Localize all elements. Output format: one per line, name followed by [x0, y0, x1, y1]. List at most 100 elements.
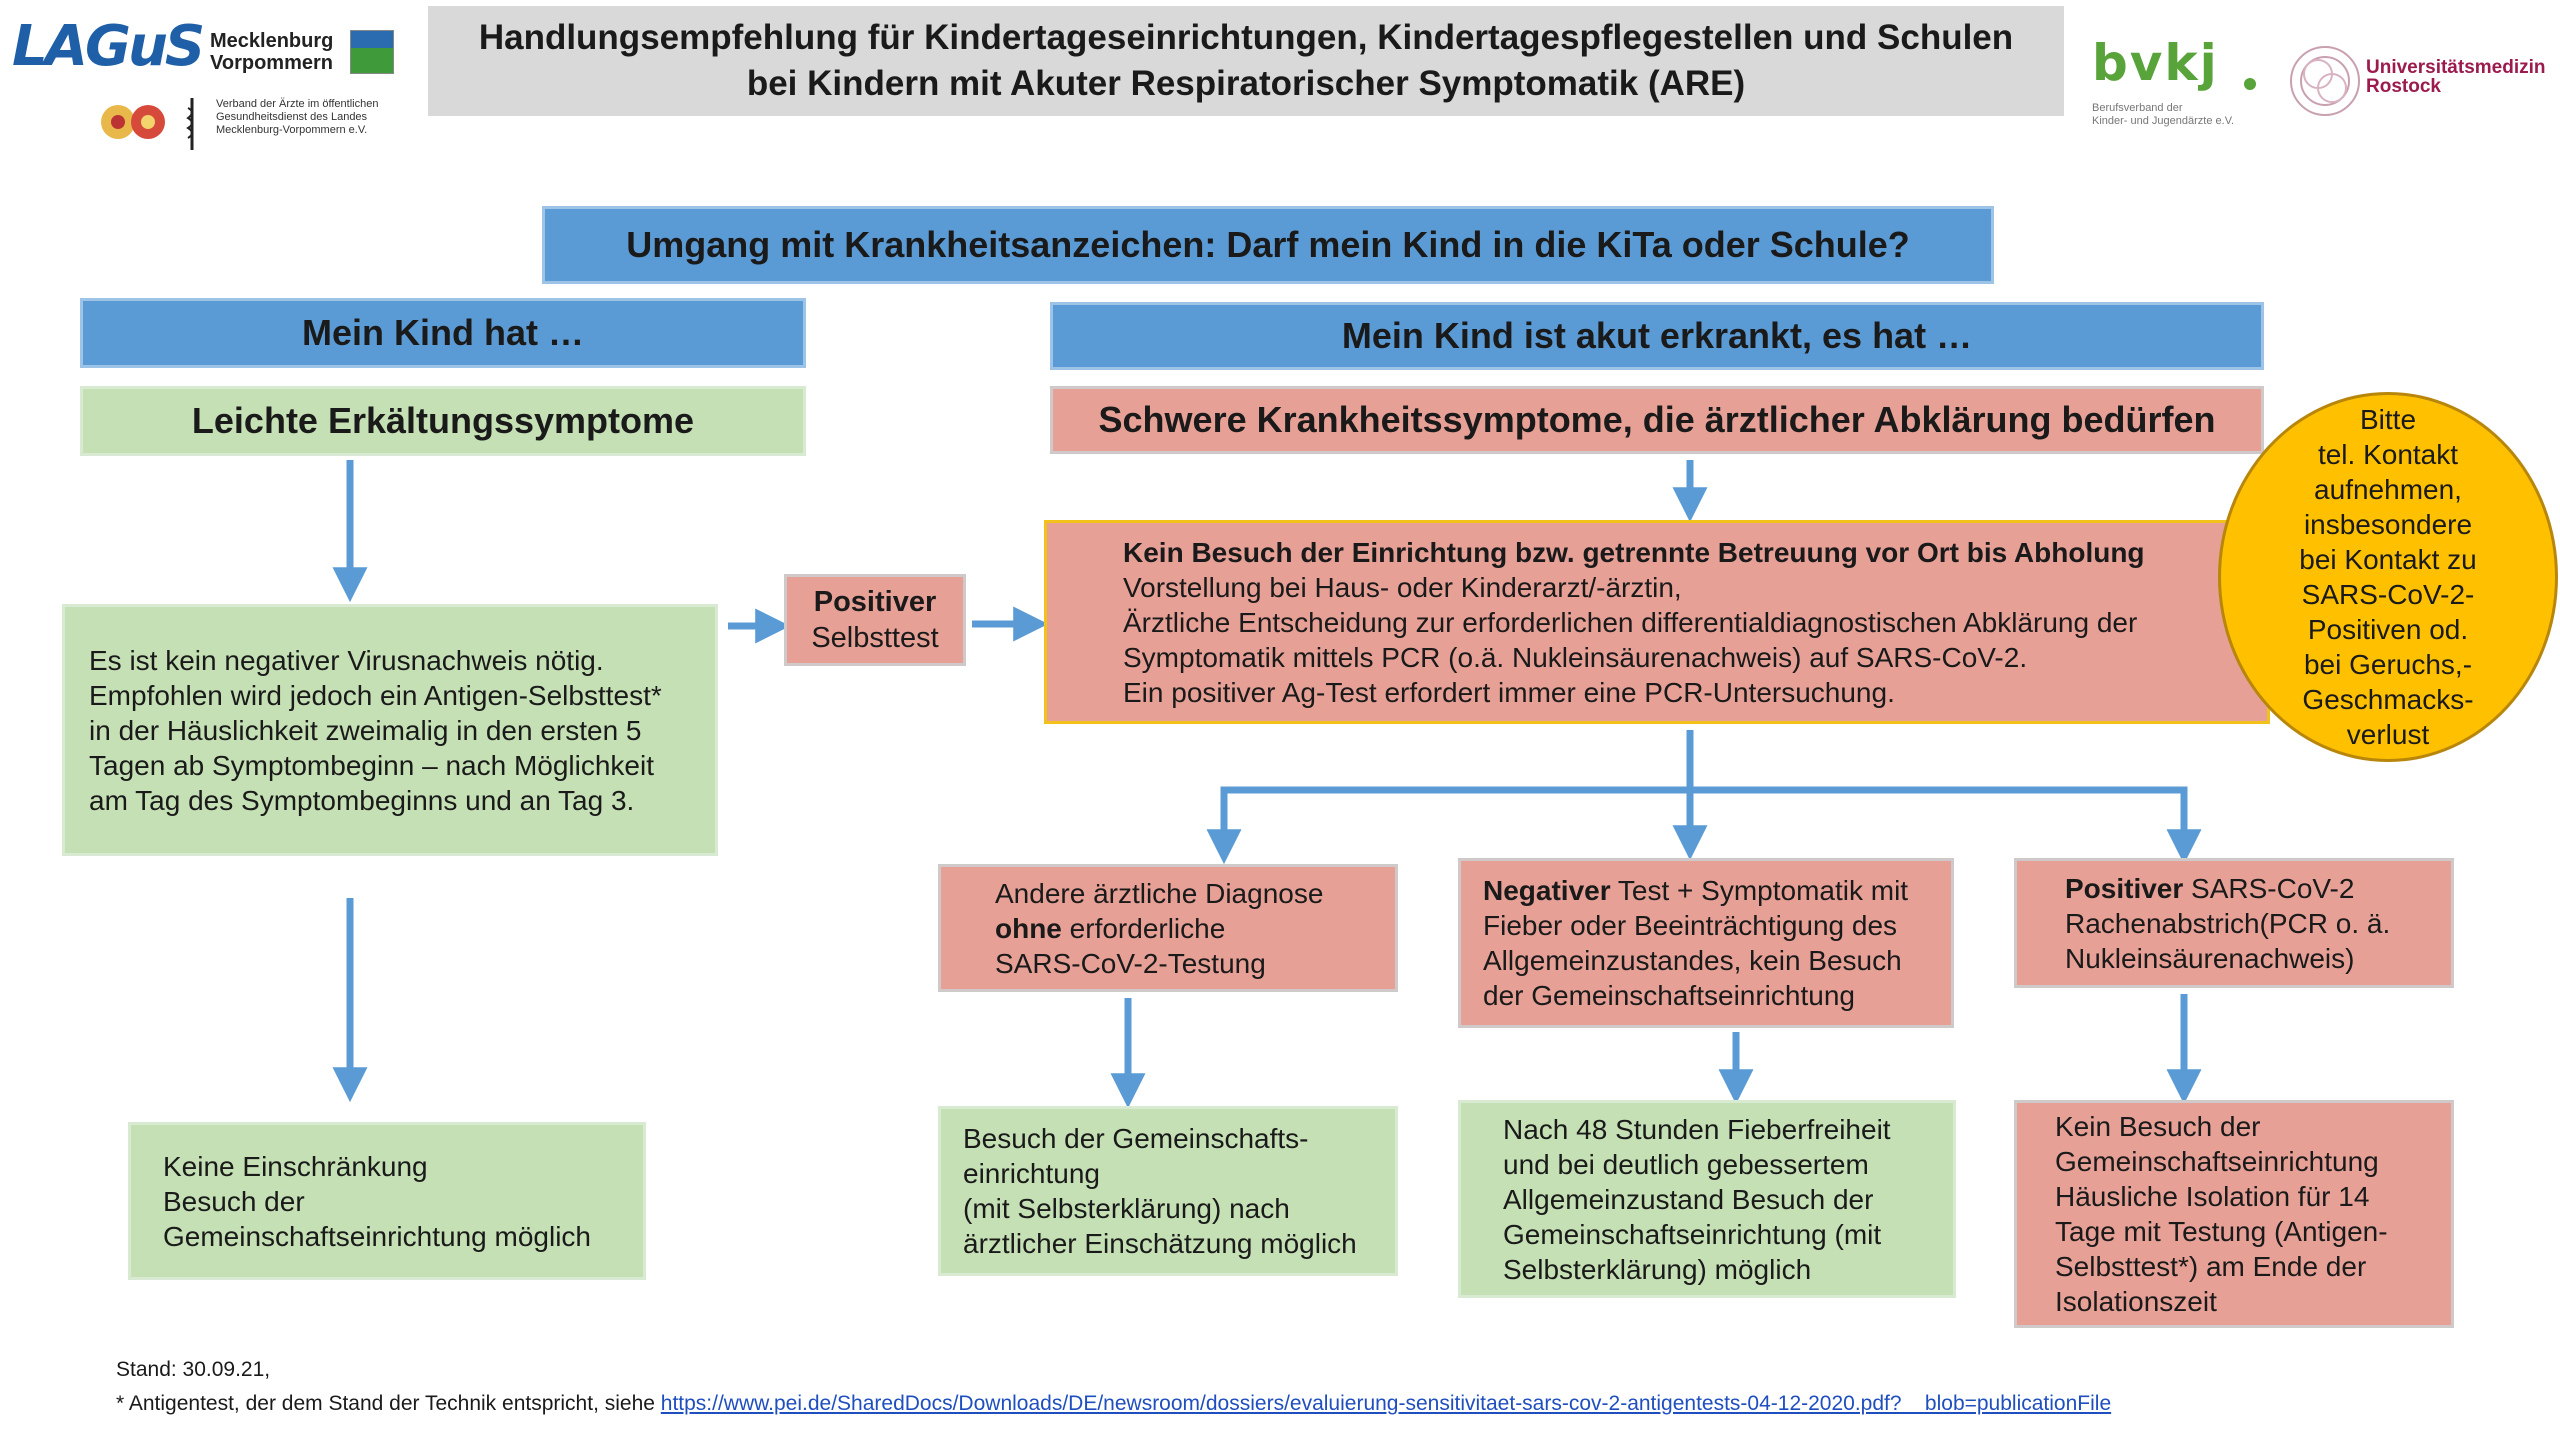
other-diagnosis-box: Andere ärztliche Diagnose ohne erforderl…	[938, 864, 1398, 992]
isolation-line: Häusliche Isolation für 14	[2055, 1181, 2370, 1212]
positive-selftest-box: Positiver Selbsttest	[784, 574, 966, 666]
visit-line: (mit Selbsterklärung) nach	[963, 1193, 1290, 1224]
mv-line1: Mecklenburg	[210, 30, 334, 52]
negative-line: Allgemeinzustandes, kein Besuch	[1483, 945, 1902, 976]
positive-line: Nukleinsäurenachweis)	[2065, 942, 2355, 974]
visit-line: ärztlicher Einschätzung möglich	[963, 1228, 1357, 1259]
bvkj-sub-line2: Kinder- und Jugendärzte e.V.	[2092, 115, 2235, 127]
positive-selftest-line1: Positiver	[813, 586, 937, 618]
other-line: ohne erforderliche	[995, 911, 1395, 946]
negative-line: Fieber oder Beeinträchtigung des	[1483, 910, 1898, 941]
mv-flag-icon	[350, 30, 394, 74]
title-line2: bei Kindern mit Akuter Respiratorischer …	[746, 64, 1746, 103]
lagus-logo: LAGuS	[12, 14, 205, 79]
isolation-box: Kein Besuch der Gemeinschaftseinrichtung…	[2014, 1100, 2454, 1328]
main-question: Umgang mit Krankheitsanzeichen: Darf mei…	[542, 206, 1994, 284]
bvkj-sub-line1: Berufsverband der	[2092, 102, 2183, 114]
mv-line2: Vorpommern	[210, 52, 333, 74]
no-visit-line: Ärztliche Entscheidung zur erforderliche…	[1123, 606, 2138, 638]
visit-line: einrichtung	[963, 1158, 1100, 1189]
university-name: Universitätsmedizin Rostock	[2366, 58, 2546, 96]
bvkj-logo: bvkj	[2092, 34, 2219, 92]
right-header: Mein Kind ist akut erkrankt, es hat …	[1050, 302, 2264, 370]
call-notice-circle: Bitte tel. Kontakt aufnehmen, insbesonde…	[2218, 392, 2558, 762]
no-restriction-line: Besuch der	[163, 1185, 305, 1217]
mv-logo-text: Mecklenburg Vorpommern	[210, 30, 333, 74]
uni-line2: Rostock	[2366, 76, 2441, 97]
advice-line: Empfohlen wird jedoch ein Antigen-Selbst…	[89, 679, 662, 711]
advice-line: Tagen ab Symptombeginn – nach Möglichkei…	[89, 749, 655, 781]
advice-line: in der Häuslichkeit zweimalig in den ers…	[89, 714, 642, 746]
no-restriction-box: Keine Einschränkung Besuch der Gemeinsch…	[128, 1122, 646, 1280]
footer-date: Stand: 30.09.21,	[116, 1358, 271, 1381]
positive-selftest-line2: Selbsttest	[811, 622, 939, 654]
call-notice-line: insbesondere	[2303, 509, 2473, 540]
bvkj-dot-icon	[2244, 78, 2256, 90]
isolation-line: Kein Besuch der	[2055, 1111, 2261, 1142]
footer-note-prefix: * Antigentest, der dem Stand der Technik…	[116, 1392, 661, 1415]
no-visit-heading: Kein Besuch der Einrichtung bzw. getrenn…	[1123, 536, 2145, 568]
other-bold: ohne	[995, 912, 1062, 944]
call-notice-line: aufnehmen,	[2314, 474, 2462, 505]
visit-allowed-box: Besuch der Gemeinschafts- einrichtung (m…	[938, 1106, 1398, 1276]
call-notice-line: bei Geruchs,-	[2303, 649, 2473, 680]
uni-line1: Universitätsmedizin	[2366, 57, 2546, 78]
coat-of-arms-icon	[101, 105, 165, 139]
visit-line: Besuch der Gemeinschafts-	[963, 1123, 1309, 1154]
negative-rest: Test + Symptomatik mit	[1610, 875, 1909, 906]
footer-note: * Antigentest, der dem Stand der Technik…	[116, 1392, 2111, 1416]
title-banner: Handlungsempfehlung für Kindertageseinri…	[428, 6, 2064, 116]
call-notice-line: tel. Kontakt	[2317, 439, 2459, 470]
no-restriction-line: Gemeinschaftseinrichtung möglich	[163, 1220, 591, 1252]
positive-test-box: Positiver SARS-CoV-2 Rachenabstrich(PCR …	[2014, 858, 2454, 988]
no-visit-box: Kein Besuch der Einrichtung bzw. getrenn…	[1044, 520, 2270, 724]
positive-rest: SARS-CoV-2	[2183, 872, 2355, 904]
positive-line: Positiver SARS-CoV-2	[2065, 871, 2451, 906]
after48-line: Allgemeinzustand Besuch der	[1503, 1183, 1874, 1215]
bvkj-subtitle: Berufsverband der Kinder- und Jugendärzt…	[2092, 102, 2282, 128]
after48-line: Selbsterklärung) möglich	[1503, 1253, 1812, 1285]
call-notice-line: Geschmacks-	[2302, 684, 2474, 715]
after48-line: und bei deutlich gebessertem	[1503, 1148, 1869, 1180]
after48-line: Nach 48 Stunden Fieberfreiheit	[1503, 1113, 1891, 1145]
pei-link[interactable]: https://www.pei.de/SharedDocs/Downloads/…	[660, 1392, 2112, 1415]
isolation-line: Isolationszeit	[2055, 1286, 2217, 1317]
no-restriction-line: Keine Einschränkung	[163, 1150, 428, 1182]
call-notice-line: verlust	[2346, 719, 2430, 750]
left-header: Mein Kind hat …	[80, 298, 806, 368]
positive-bold: Positiver	[2065, 872, 2184, 904]
mild-symptoms-box: Leichte Erkältungssymptome	[80, 386, 806, 456]
assoc-line1: Verband der Ärzte im öffentlichen	[216, 98, 379, 110]
aesculap-staff-icon	[186, 98, 194, 150]
negative-bold: Negativer	[1483, 875, 1611, 906]
isolation-line: Selbsttest*) am Ende der	[2055, 1251, 2367, 1282]
advice-line: am Tag des Symptombeginns und an Tag 3.	[89, 784, 635, 816]
assoc-line3: Mecklenburg-Vorpommern e.V.	[216, 124, 368, 136]
arrow-split-bar	[1220, 786, 2188, 840]
other-line: Andere ärztliche Diagnose	[995, 877, 1324, 909]
negative-line: der Gemeinschaftseinrichtung	[1483, 980, 1855, 1011]
call-notice-line: Positiven od.	[2307, 614, 2469, 645]
call-notice-line: bei Kontakt zu	[2299, 544, 2477, 575]
negative-test-box: Negativer Test + Symptomatik mit Fieber …	[1458, 858, 1954, 1028]
positive-line: Rachenabstrich(PCR o. ä.	[2065, 907, 2391, 939]
call-notice-line: Bitte	[2359, 404, 2417, 435]
no-visit-line: Symptomatik mittels PCR (o.ä. Nukleinsäu…	[1123, 641, 2028, 673]
isolation-line: Tage mit Testung (Antigen-	[2055, 1216, 2388, 1247]
assoc-logo-text: Verband der Ärzte im öffentlichen Gesund…	[216, 98, 396, 137]
selftest-advice-box: Es ist kein negativer Virusnachweis nöti…	[62, 604, 718, 856]
no-visit-line: Vorstellung bei Haus- oder Kinderarzt/-ä…	[1123, 571, 1682, 603]
university-seal-icon	[2290, 46, 2360, 116]
advice-line: Es ist kein negativer Virusnachweis nöti…	[89, 644, 604, 676]
negative-line: Negativer Test + Symptomatik mit	[1483, 873, 1951, 908]
no-visit-line: Ein positiver Ag-Test erfordert immer ei…	[1123, 676, 1895, 708]
after-48h-box: Nach 48 Stunden Fieberfreiheit und bei d…	[1458, 1100, 1956, 1298]
other-rest: erforderliche	[1061, 912, 1226, 944]
title-line1: Handlungsempfehlung für Kindertageseinri…	[478, 18, 2014, 57]
call-notice-line: SARS-CoV-2-	[2301, 579, 2475, 610]
severe-symptoms-box: Schwere Krankheitssymptome, die ärztlich…	[1050, 386, 2264, 454]
after48-line: Gemeinschaftseinrichtung (mit	[1503, 1218, 1882, 1250]
assoc-line2: Gesundheitsdienst des Landes	[216, 111, 368, 123]
isolation-line: Gemeinschaftseinrichtung	[2055, 1146, 2379, 1177]
